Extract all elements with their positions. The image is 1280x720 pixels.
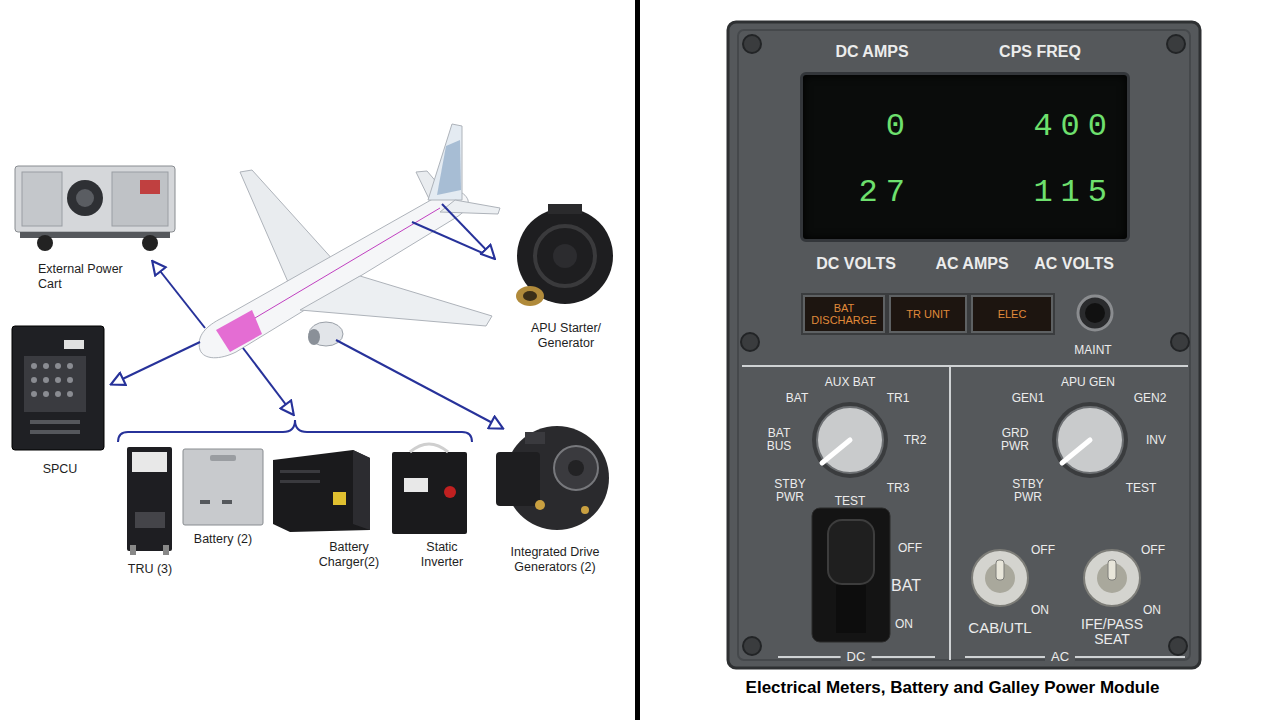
switch-position: OFF (898, 542, 922, 555)
battery-picture (183, 449, 263, 525)
selector-position: TEST (1126, 482, 1157, 495)
meter-reading: 115 (1003, 175, 1115, 210)
selector-position: STBY PWR (1010, 478, 1046, 503)
section-label: AC (1045, 650, 1075, 664)
meter-heading: CPS FREQ (999, 44, 1081, 61)
component-figure: External Power Cart (10, 158, 182, 298)
component-figure: SPCU (8, 322, 108, 482)
meter-heading: AC AMPS (935, 256, 1008, 273)
meter-reading: 27 (843, 175, 913, 210)
switch-position: ON (895, 618, 913, 631)
selector-position: BAT (786, 392, 808, 405)
meter-heading: AC VOLTS (1034, 256, 1114, 273)
component-figure: Static Inverter (390, 445, 478, 573)
selector-position: STBY PWR (772, 478, 808, 503)
power-cart-picture (15, 166, 175, 251)
idg-picture (496, 426, 609, 530)
caption: Electrical Meters, Battery and Galley Po… (690, 678, 1215, 698)
meter-display: 0 400 27 115 (800, 72, 1130, 242)
annunciator-light: BAT DISCHARGE (803, 295, 885, 333)
annunciator-text: BAT DISCHARGE (808, 302, 880, 326)
button-label: MAINT (1074, 344, 1111, 357)
component-name: TRU (3) (122, 562, 178, 577)
selector-position: GEN1 (1012, 392, 1045, 405)
component-name: Integrated Drive Generators (2) (492, 545, 618, 575)
selector-position: TR1 (887, 392, 910, 405)
selector-position: AUX BAT (825, 376, 875, 389)
meter-reading: 0 (843, 109, 913, 144)
divider (635, 0, 640, 720)
selector-position: BAT BUS (763, 427, 795, 452)
meter-reading: 400 (1003, 109, 1115, 144)
component-figure: TRU (3) (122, 444, 182, 584)
component-figure: Integrated Drive Generators (2) (480, 415, 630, 580)
selector-position: TR2 (904, 434, 927, 447)
selector-position: TR3 (887, 482, 910, 495)
component-figure: Battery Charger(2) (270, 445, 389, 577)
component-name: External Power Cart (38, 262, 134, 292)
annunciator-light: ELEC (971, 295, 1053, 333)
component-name: Static Inverter (410, 540, 474, 570)
selector-position: APU GEN (1061, 376, 1115, 389)
battery-charger-picture (273, 450, 370, 532)
selector-position: GRD PWR (999, 427, 1031, 452)
pointer-arrow (112, 204, 502, 442)
switch-position: OFF (1031, 544, 1055, 557)
selector-position: INV (1146, 434, 1166, 447)
spcu-picture (12, 326, 104, 450)
switch-position: ON (1143, 604, 1161, 617)
apu-generator-picture (516, 204, 613, 306)
component-figure: APU Starter/ Generator (498, 198, 628, 360)
annunciator-text: ELEC (998, 308, 1027, 320)
switch-label: CAB/UTL (968, 620, 1031, 636)
component-name: APU Starter/ Generator (524, 321, 608, 351)
selector-position: GEN2 (1134, 392, 1167, 405)
meter-heading: DC AMPS (835, 44, 908, 61)
aircraft (199, 124, 500, 358)
switch-label: IFE/PASS SEAT (1077, 617, 1147, 646)
component-figure: Battery (2) (180, 445, 268, 553)
component-name: SPCU (28, 462, 92, 477)
switch-position: OFF (1141, 544, 1165, 557)
control-panel (728, 22, 1200, 668)
switch-position: ON (1031, 604, 1049, 617)
static-inverter-picture (392, 444, 467, 534)
component-name: Battery Charger(2) (313, 540, 385, 570)
component-name: Battery (2) (182, 532, 264, 547)
selector-position: TEST (835, 495, 866, 508)
annunciator-text: TR UNIT (906, 308, 949, 320)
annunciator-light: TR UNIT (889, 295, 967, 333)
tru-picture (127, 447, 172, 555)
switch-label: BAT (891, 578, 921, 595)
meter-heading: DC VOLTS (816, 256, 896, 273)
section-label: DC (841, 650, 872, 664)
